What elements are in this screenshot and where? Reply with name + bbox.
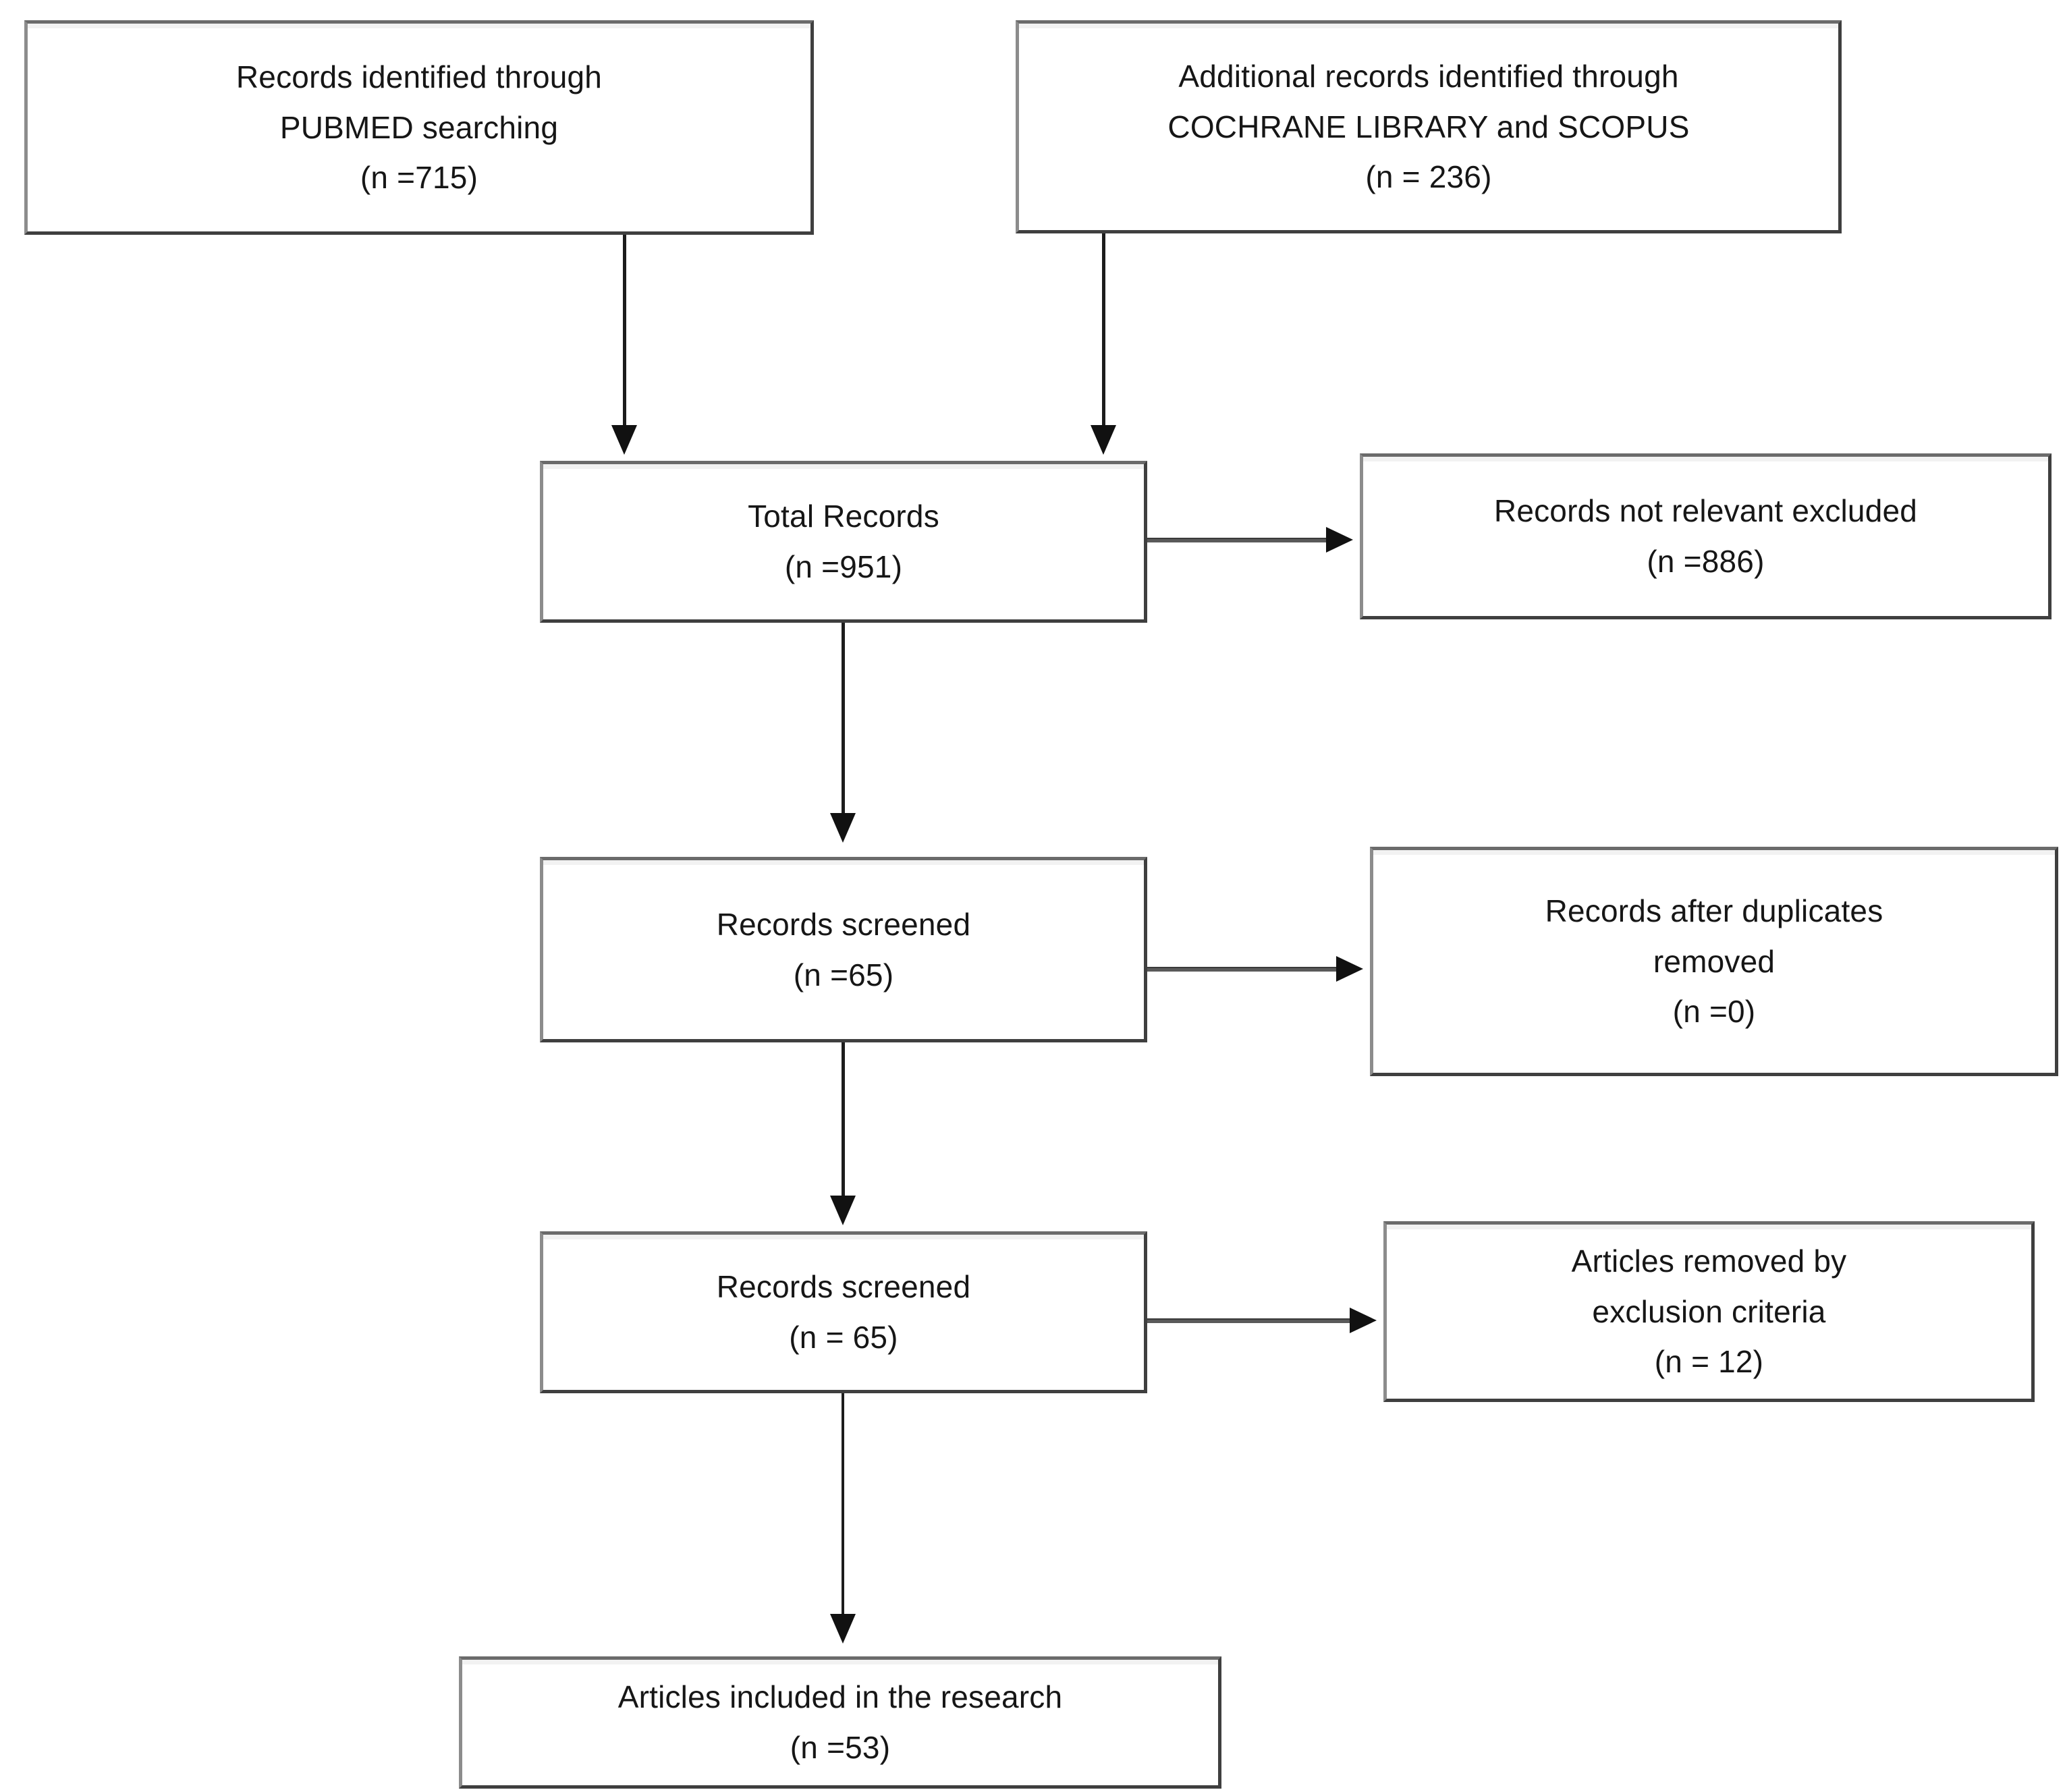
articles-removed-exclusion-criteria-box: Articles removed by exclusion criteria (… — [1383, 1221, 2035, 1402]
total-records-box: Total Records (n =951) — [540, 461, 1147, 623]
box-line: Records screened — [716, 906, 971, 942]
box-line: Records not relevant excluded — [1493, 493, 1918, 529]
box-line: Records after duplicates — [1545, 893, 1883, 929]
arrowhead-screened2-to-removed — [1350, 1308, 1377, 1333]
records-after-duplicates-removed-box: Records after duplicates removed (n =0) — [1370, 847, 2058, 1076]
arrowhead-screened-to-duplicates — [1336, 956, 1363, 982]
arrowhead-total-to-excluded — [1326, 527, 1353, 553]
records-identified-pubmed-box: Records identified through PUBMED search… — [24, 20, 814, 235]
arrowhead-pubmed-to-total — [611, 425, 637, 455]
box-line: removed — [1653, 943, 1775, 979]
box-line: Records identified through — [236, 59, 603, 95]
box-line: (n = 65) — [789, 1320, 898, 1355]
box-line: Additional records identified through — [1178, 59, 1679, 94]
box-line: Articles removed by — [1571, 1243, 1847, 1279]
connector-screened-to-duplicates — [1147, 967, 1340, 972]
records-screened-box-second: Records screened (n = 65) — [540, 1231, 1147, 1393]
box-line: PUBMED searching — [279, 109, 559, 145]
connector-screened-to-screened2 — [842, 1042, 845, 1201]
connector-screened2-to-included — [842, 1393, 844, 1619]
connector-pubmed-to-total — [623, 235, 626, 430]
box-line: Total Records — [748, 499, 939, 534]
arrowhead-additional-to-total — [1091, 425, 1116, 455]
connector-additional-to-total — [1102, 233, 1105, 430]
records-screened-box-first: Records screened (n =65) — [540, 857, 1147, 1042]
connector-total-to-excluded — [1147, 538, 1329, 542]
connector-total-to-screened — [842, 623, 845, 818]
box-line: (n =715) — [360, 160, 478, 196]
arrowhead-screened2-to-included — [830, 1614, 856, 1644]
box-line: (n =65) — [793, 957, 894, 992]
arrowhead-screened-to-screened2 — [830, 1196, 856, 1225]
additional-records-box: Additional records identified through CO… — [1016, 20, 1842, 233]
box-line: (n =0) — [1672, 994, 1756, 1030]
arrowhead-total-to-screened — [830, 813, 856, 843]
box-line: (n =951) — [784, 549, 903, 584]
articles-included-box: Articles included in the research (n =53… — [459, 1656, 1221, 1789]
box-line: (n = 12) — [1654, 1344, 1764, 1380]
box-line: (n =53) — [790, 1730, 891, 1765]
records-not-relevant-excluded-box: Records not relevant excluded (n =886) — [1360, 453, 2052, 619]
box-line: Articles included in the research — [617, 1679, 1063, 1715]
box-line: (n = 236) — [1365, 159, 1492, 195]
box-line: COCHRANE LIBRARY and SCOPUS — [1167, 109, 1690, 144]
box-line: (n =886) — [1647, 544, 1765, 579]
box-line: exclusion criteria — [1592, 1293, 1826, 1329]
box-line: Records screened — [716, 1269, 971, 1305]
connector-screened2-to-removed — [1147, 1318, 1353, 1323]
